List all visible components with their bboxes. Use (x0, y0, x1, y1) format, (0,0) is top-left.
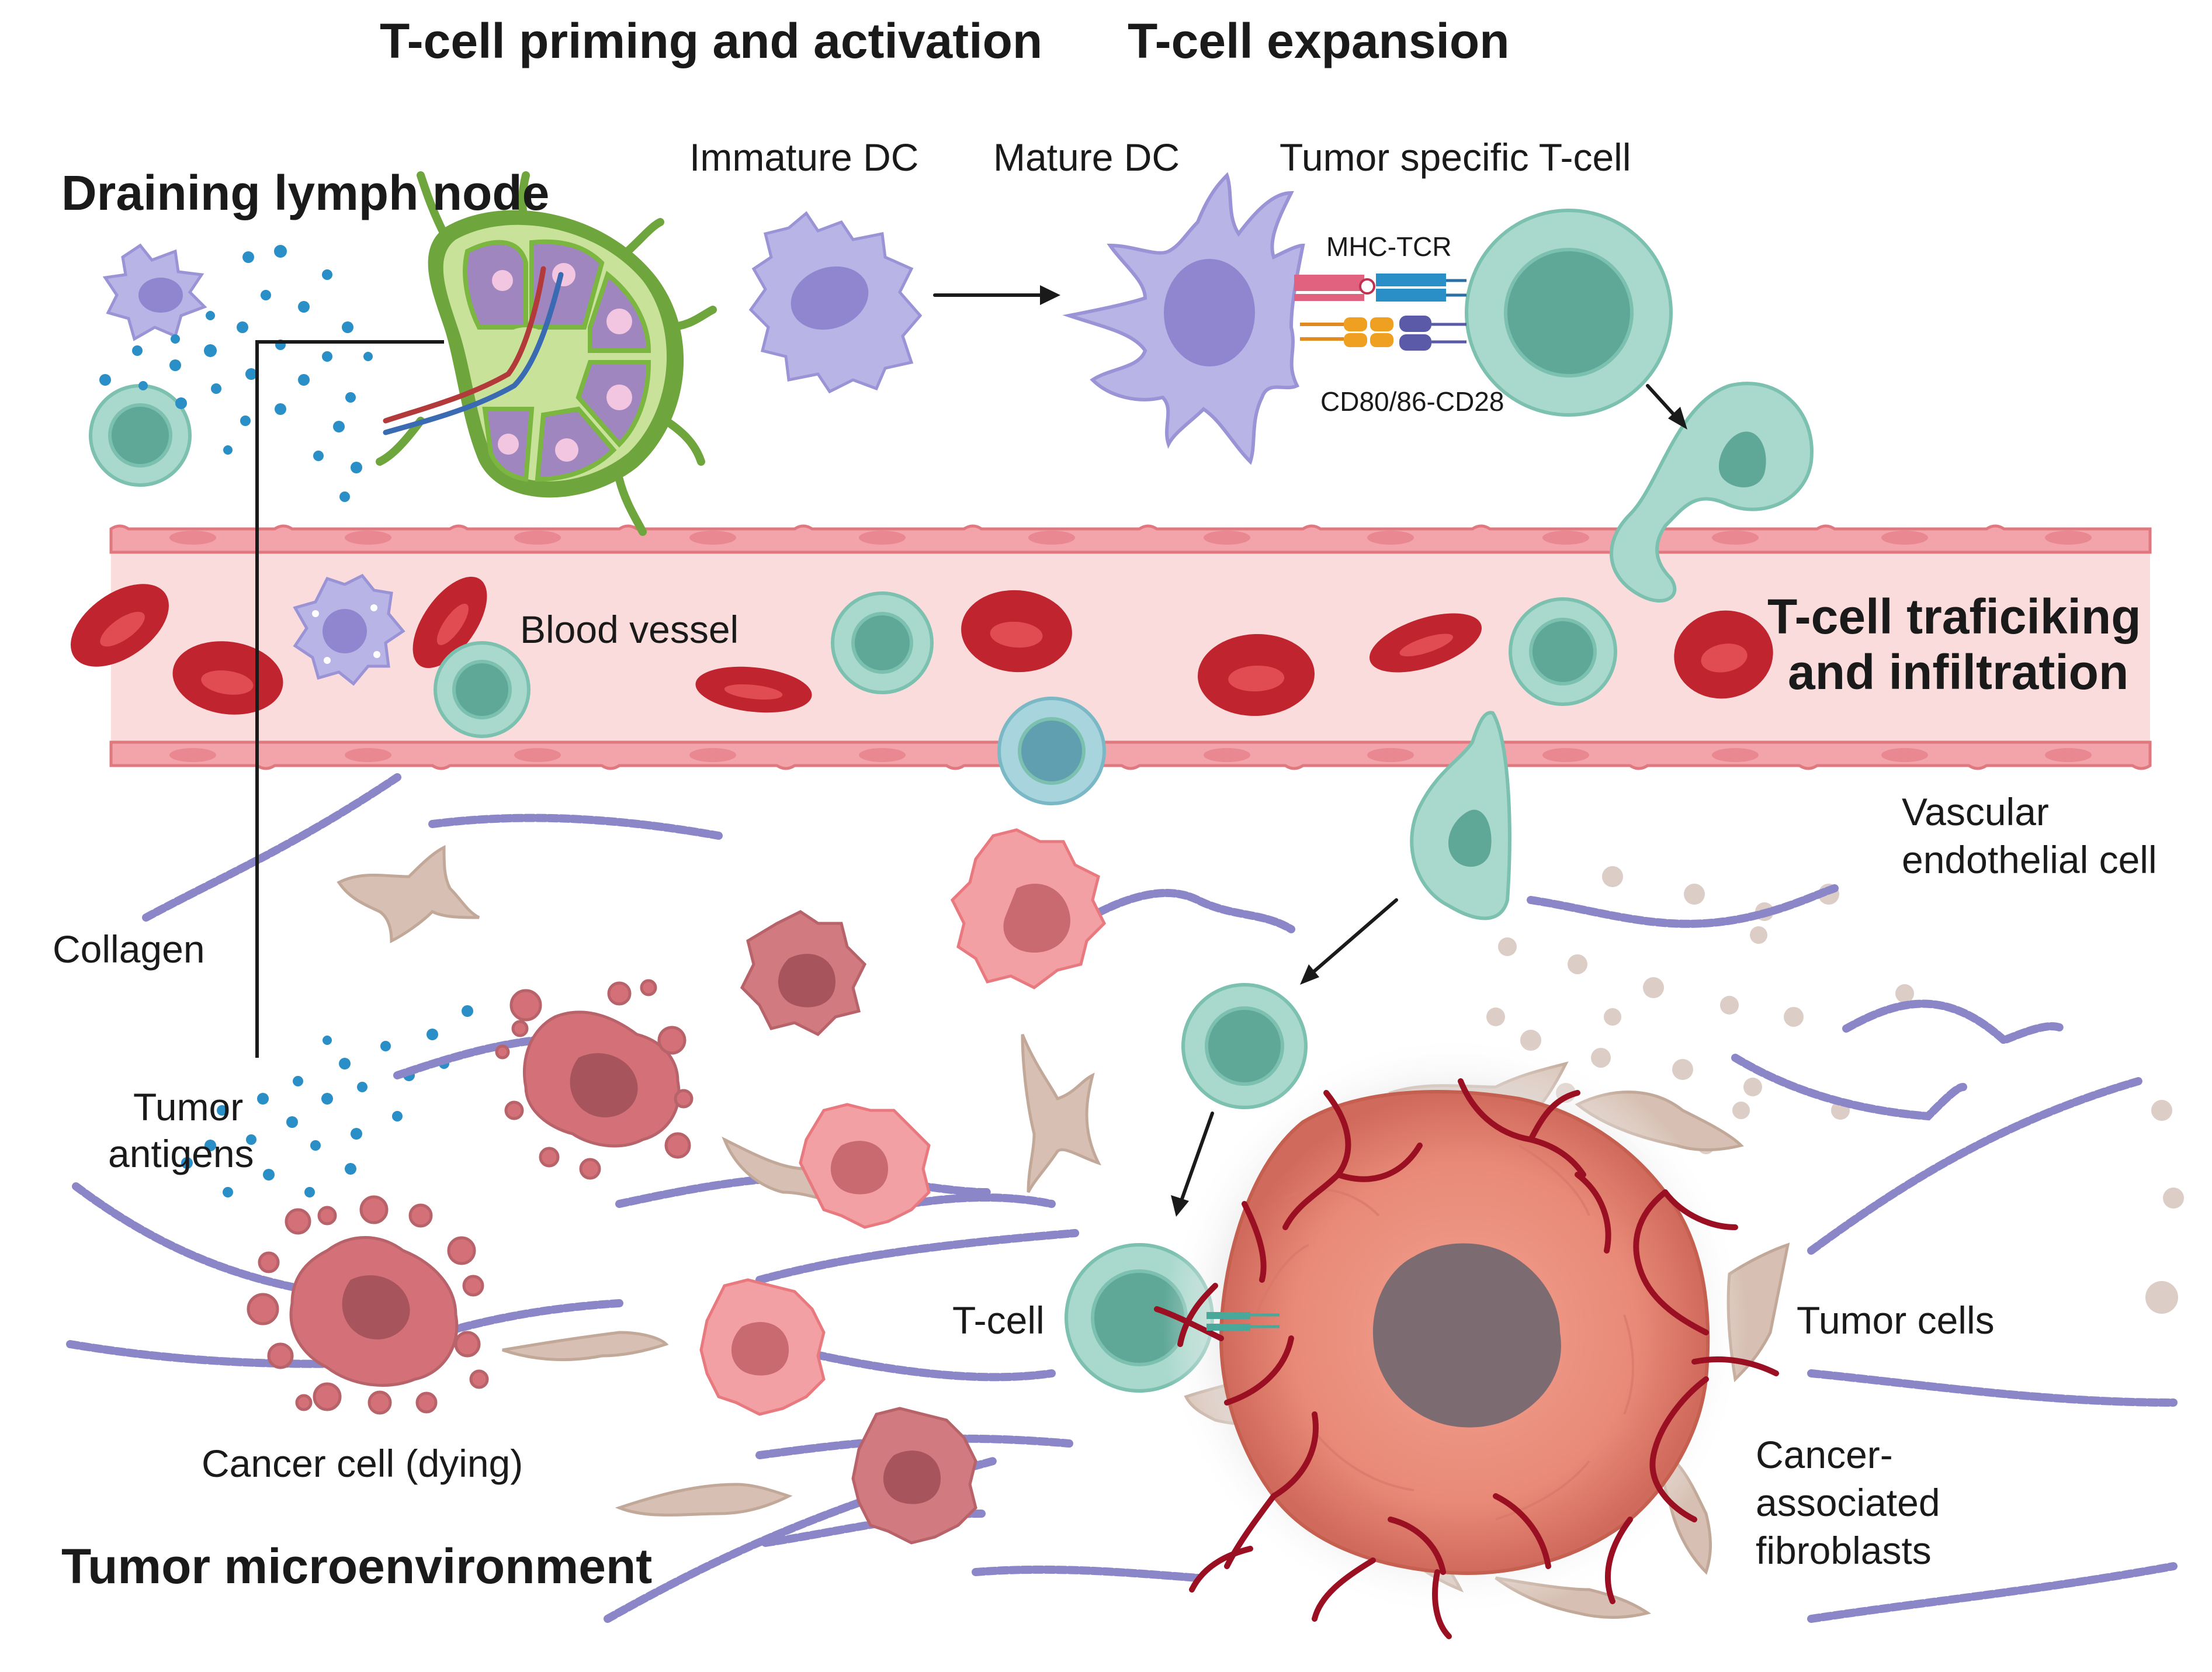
label-cancer-dying: Cancer cell (dying) (202, 1442, 523, 1485)
migrating-t-cells (1410, 382, 1814, 920)
tcr-tumor-binding (1206, 1312, 1280, 1331)
cancer-cell-mid (740, 910, 867, 1037)
label-collagen: Collagen (53, 927, 205, 971)
t-cell (997, 697, 1106, 805)
heading-trafficking-line2: and infiltration (1788, 645, 2129, 700)
arrow-to-infiltrating-cell (1307, 898, 1398, 978)
label-caf-line3: fibroblasts (1756, 1529, 1932, 1572)
label-tumor-antigens-line2: antigens (108, 1132, 254, 1175)
label-blood-vessel: Blood vessel (520, 608, 739, 651)
t-cell (89, 384, 192, 487)
label-mature-dc: Mature DC (993, 136, 1180, 179)
t-cell (1181, 983, 1308, 1109)
label-caf-line1: Cancer- (1756, 1433, 1893, 1476)
t-cells (89, 209, 1673, 1393)
antigen-transport-connector (255, 340, 444, 1058)
t-cell (831, 591, 934, 694)
label-tumor-specific-tcell: Tumor specific T-cell (1280, 136, 1631, 179)
arrow-to-migrating-cell (1646, 384, 1679, 420)
mature-dc (1062, 172, 1305, 465)
heading-priming: T-cell priming and activation (380, 13, 1043, 68)
heading-trafficking-line1: T-cell traficiking (1767, 589, 2141, 644)
arrows (933, 293, 1679, 1206)
tumor-specific-t-cell (1465, 209, 1673, 417)
label-t-cell: T-cell (952, 1299, 1045, 1342)
dc-small-top-left (102, 243, 207, 341)
cancer-cell-pink-2 (699, 1278, 826, 1416)
arrow-to-tumor-t-cell (1178, 1112, 1214, 1206)
cd80-cd28-synapse (1300, 316, 1466, 351)
lymph-node (376, 171, 717, 536)
cancer-cell-near-vessel (950, 828, 1107, 989)
dying-cancer-cell-upper (495, 979, 694, 1180)
label-immature-dc: Immature DC (689, 136, 919, 179)
t-cell (1509, 597, 1617, 706)
endothelium-bottom (109, 740, 2152, 770)
tumor-mass (1154, 1034, 1779, 1639)
endothelium-top (109, 524, 2152, 554)
tumor-vessels (1154, 1078, 1779, 1639)
mhc-tcr-synapse (1294, 274, 1466, 302)
label-vascular-line1: Vascular (1902, 790, 2049, 833)
immature-dc (748, 211, 923, 394)
label-tumor-antigens-line1: Tumor (133, 1085, 244, 1128)
arrowheads (1040, 285, 1687, 1217)
t-cell (434, 641, 531, 738)
heading-microenvironment: Tumor microenvironment (61, 1539, 653, 1594)
label-vascular-line2: endothelial cell (1902, 838, 2157, 881)
label-cd80-cd28: CD80/86-CD28 (1320, 386, 1504, 417)
label-caf-line2: associated (1756, 1481, 1940, 1524)
heading-expansion: T-cell expansion (1128, 13, 1510, 68)
antigen-dots-upper (99, 245, 373, 502)
label-tumor-cells: Tumor cells (1797, 1299, 1995, 1342)
heading-lymph-node: Draining lymph node (61, 165, 550, 220)
dying-cancer-cell-lower (247, 1195, 489, 1415)
red-blood-cells (71, 576, 1773, 716)
dc-in-vessel (293, 573, 405, 686)
label-mhc-tcr: MHC-TCR (1326, 231, 1452, 262)
cancer-cell-lower (851, 1407, 977, 1545)
cancer-cell-pink-1 (799, 1103, 931, 1229)
